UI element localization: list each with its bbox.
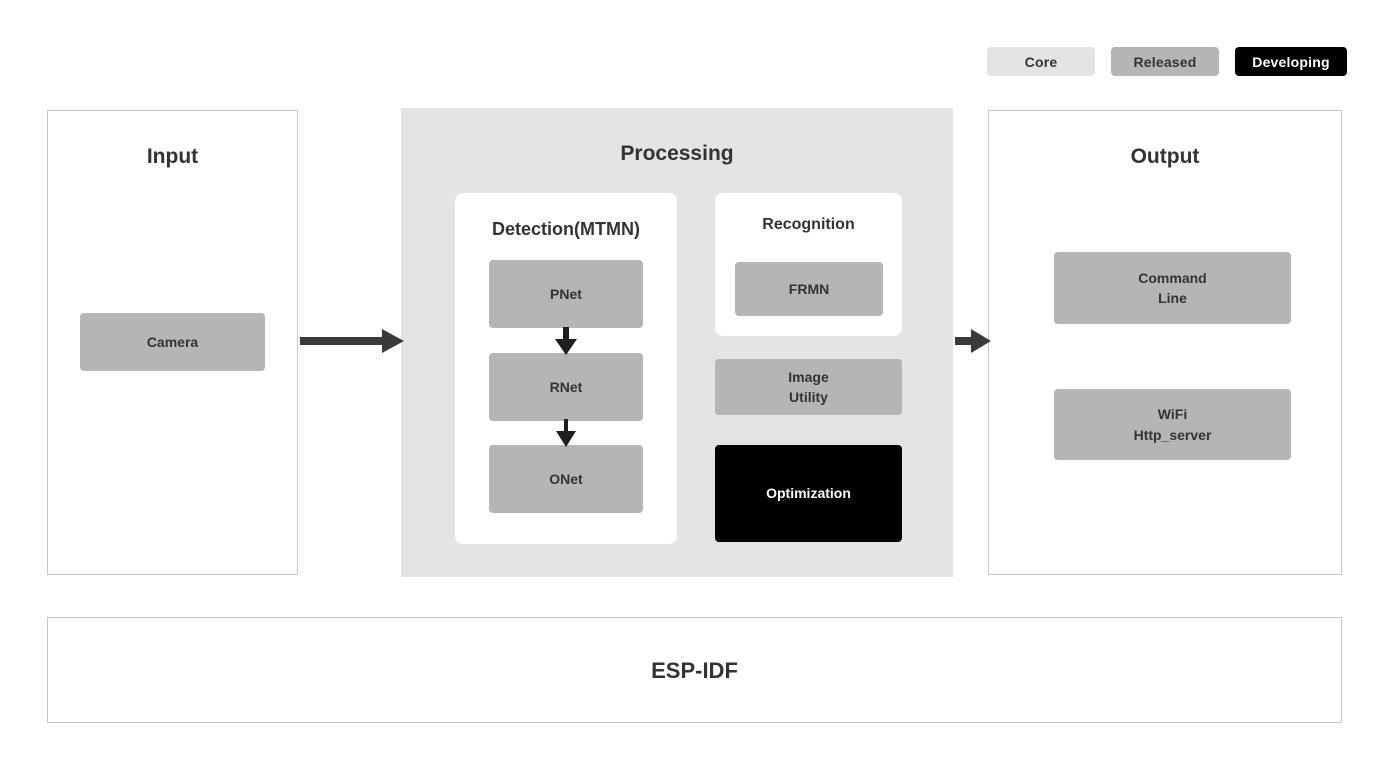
node-rnet-label: RNet [549, 378, 583, 395]
legend-item-core: Core [987, 47, 1095, 76]
node-pnet-label: PNet [550, 285, 582, 302]
node-optimization-label: Optimization [766, 485, 851, 502]
arrow-rnet-to-onet-icon [556, 419, 576, 447]
node-optimization: Optimization [715, 445, 902, 542]
node-frmn: FRMN [735, 262, 883, 316]
node-camera-label: Camera [146, 333, 199, 350]
node-command-line-label: Command Line [1138, 269, 1207, 306]
esp-idf-panel: ESP-IDF [47, 617, 1342, 723]
node-image-utility-label: Image Utility [788, 368, 829, 405]
node-frmn-label: FRMN [788, 280, 830, 297]
output-panel: Output [988, 110, 1342, 575]
recognition-card-title: Recognition [762, 216, 855, 233]
node-onet: ONet [489, 445, 643, 513]
arrow-input-to-processing-icon [300, 329, 404, 353]
legend: Core Released Developing [987, 47, 1347, 76]
node-command-line: Command Line [1054, 252, 1291, 324]
node-pnet: PNet [489, 260, 643, 328]
node-rnet: RNet [489, 353, 643, 421]
legend-item-developing: Developing [1235, 47, 1347, 76]
legend-item-released: Released [1111, 47, 1219, 76]
node-wifi-http-server: WiFi Http_server [1054, 389, 1291, 460]
legend-label-released: Released [1133, 53, 1197, 70]
node-image-utility: Image Utility [715, 359, 902, 415]
output-panel-title: Output [1130, 145, 1200, 168]
legend-label-core: Core [1024, 53, 1058, 70]
node-wifi-http-server-label: WiFi Http_server [1133, 406, 1212, 443]
legend-label-developing: Developing [1252, 53, 1330, 70]
detection-card-title: Detection(MTMN) [492, 219, 640, 239]
arrow-pnet-to-rnet-icon [555, 327, 577, 355]
arrow-processing-to-output-icon [955, 329, 991, 353]
node-onet-label: ONet [549, 470, 583, 487]
esp-idf-label: ESP-IDF [651, 658, 738, 683]
input-panel-title: Input [146, 145, 199, 168]
node-camera: Camera [80, 313, 265, 371]
processing-panel-title: Processing [620, 142, 734, 165]
